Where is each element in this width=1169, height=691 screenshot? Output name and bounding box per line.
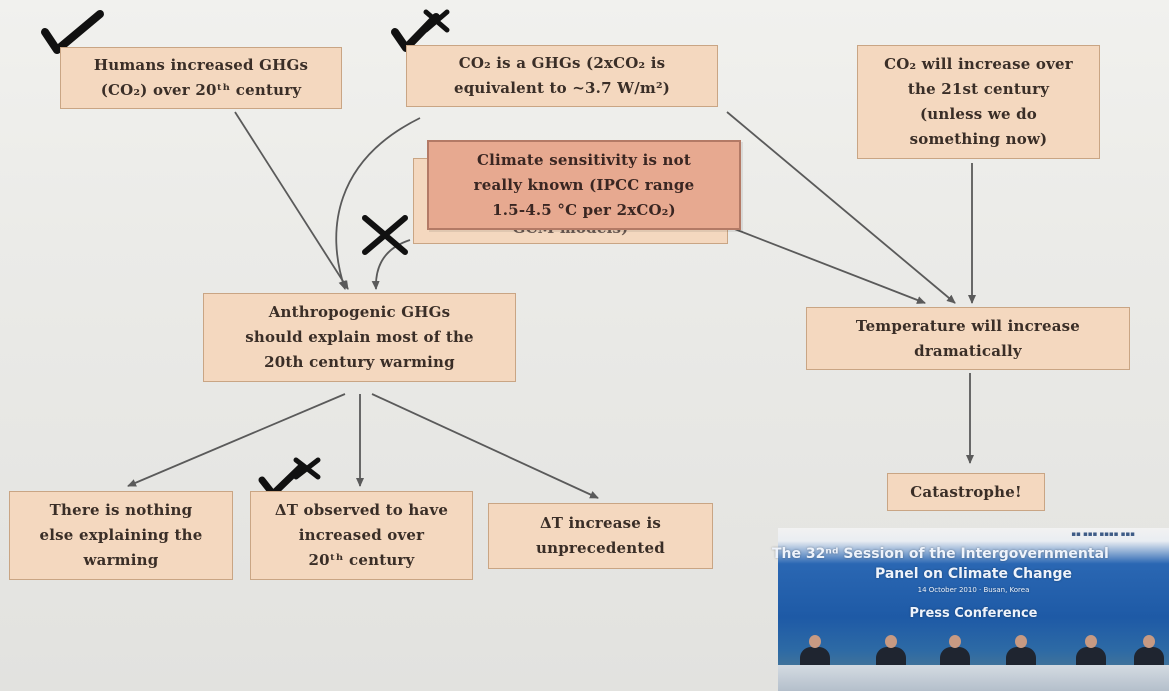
box-climate-sensitivity: Climate sensitivity is not really known … xyxy=(427,140,741,230)
arrow-sensitivity-to-temperature xyxy=(731,227,926,304)
sponsor-logos-icon: ▪▪ ▪▪▪ ▪▪▪▪ ▪▪▪ xyxy=(1071,530,1135,538)
arrow-humans-to-anthropogenic xyxy=(234,111,349,290)
cross-mark-co2ghg xyxy=(423,9,450,33)
check-mark-co2ghg xyxy=(391,13,440,52)
box-anthropogenic-ghgs: Anthropogenic GHGs should explain most o… xyxy=(203,293,516,382)
press-title-line1: The 32ⁿᵈ Session of the Intergovernmenta… xyxy=(772,546,1109,562)
press-subtitle: Press Conference xyxy=(909,606,1038,621)
press-conference-photo: ▪▪ ▪▪▪ ▪▪▪▪ ▪▪▪ The 32ⁿᵈ Session of the … xyxy=(772,528,1169,691)
cross-mark-anthropogenic xyxy=(362,215,408,255)
box-humans-increased-ghgs: Humans increased GHGs (CO₂) over 20ᵗʰ ce… xyxy=(60,47,342,109)
press-date-line: 14 October 2010 · Busan, Korea xyxy=(917,586,1030,594)
arrow-co2ghg-to-temperature xyxy=(726,111,956,304)
press-title-line2: Panel on Climate Change xyxy=(874,566,1073,582)
box-delta-t-unprecedented: ΔT increase is unprecedented xyxy=(488,503,713,569)
arrow-anthropogenic-to-delta-unprecedented xyxy=(371,393,599,499)
box-delta-t-observed: ΔT observed to have increased over 20ᵗʰ … xyxy=(250,491,473,580)
arrow-co2ghg-to-anthropogenic xyxy=(335,117,421,290)
cross-mark-delta-observed xyxy=(293,457,321,480)
arrow-sensitivity-to-anthropogenic xyxy=(371,239,411,290)
box-temperature-increase: Temperature will increase dramatically xyxy=(806,307,1130,370)
box-co2-will-increase: CO₂ will increase over the 21st century … xyxy=(857,45,1100,159)
arrow-anthropogenic-to-nothing-else xyxy=(127,393,346,487)
box-nothing-else: There is nothing else explaining the war… xyxy=(9,491,233,580)
check-mark-humans xyxy=(41,10,104,54)
box-catastrophe: Catastrophe! xyxy=(887,473,1045,511)
box-co2-is-ghg: CO₂ is a GHGs (2xCO₂ is equivalent to ~3… xyxy=(406,45,718,107)
check-mark-delta-observed xyxy=(258,462,306,498)
press-table xyxy=(778,665,1169,691)
